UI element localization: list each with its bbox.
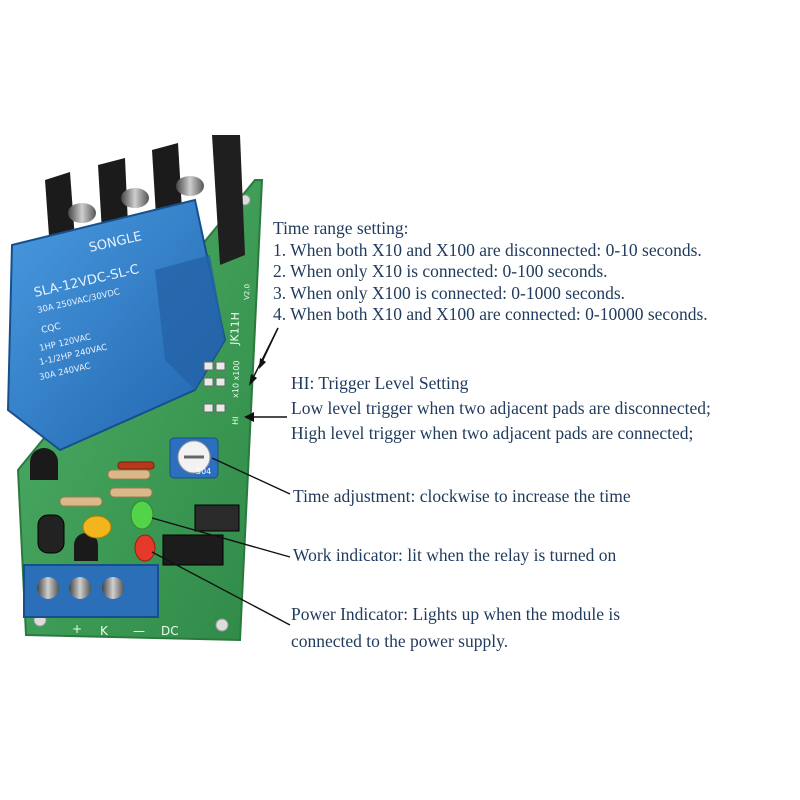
work-led [130,500,154,530]
terminal-k: K [100,624,109,638]
terminal-labels: + K — DC [72,622,179,638]
time-range-line: 3. When only X100 is connected: 0-1000 s… [273,282,626,303]
jumper-label: x10 x100 [231,360,241,398]
time-range-line: 2. When only X10 is connected: 0-100 sec… [273,261,608,281]
transistor [30,448,58,480]
electrolytic-capacitor [37,514,65,554]
time-range-line: 4. When both X10 and X100 are connected:… [273,304,708,324]
potentiometer: 504 [169,437,219,479]
time-range-line: 1. When both X10 and X100 are disconnect… [273,239,702,260]
power-indicator-line: Power Indicator: Lights up when the modu… [291,604,621,624]
time-range-title: Time range setting: [273,218,409,238]
leader-lines [151,327,291,626]
mount-hole [215,618,229,632]
hi-trigger-line: Low level trigger when two adjacent pads… [291,398,711,418]
dc-screw-terminal [23,564,159,618]
power-led [134,534,156,562]
relay-cert: CQC [40,322,61,336]
terminal-dc: DC [161,624,179,638]
ceramic-capacitor [82,515,112,539]
time-range-annotation: Time range setting: 1. When both X10 and… [273,218,708,326]
hi-trigger-title: HI: Trigger Level Setting [291,373,469,393]
power-indicator-annotation: Power Indicator: Lights up when the modu… [291,601,620,655]
pot-code: 504 [196,467,211,476]
time-adjust-annotation: Time adjustment: clockwise to increase t… [293,486,631,506]
work-indicator-annotation: Work indicator: lit when the relay is tu… [293,545,617,565]
ic-chip [194,504,240,532]
hi-trigger-annotation: HI: Trigger Level Setting Low level trig… [291,371,711,446]
terminal-plus: + [72,622,82,636]
resistors [59,461,155,507]
terminal-minus: — [133,624,145,638]
board-id: JK11H [228,312,242,346]
power-indicator-line: connected to the power supply. [291,631,509,651]
board-version: V2.0 [243,284,252,300]
hi-trigger-line: High level trigger when two adjacent pad… [291,423,694,443]
relay: SONGLE SLA-12VDC-SL-C 30A 250VAC/30VDC C… [6,198,227,452]
jumper-pads [203,361,226,413]
ic-chip [162,534,224,566]
hi-label: HI [231,416,240,425]
transistor [74,533,98,561]
